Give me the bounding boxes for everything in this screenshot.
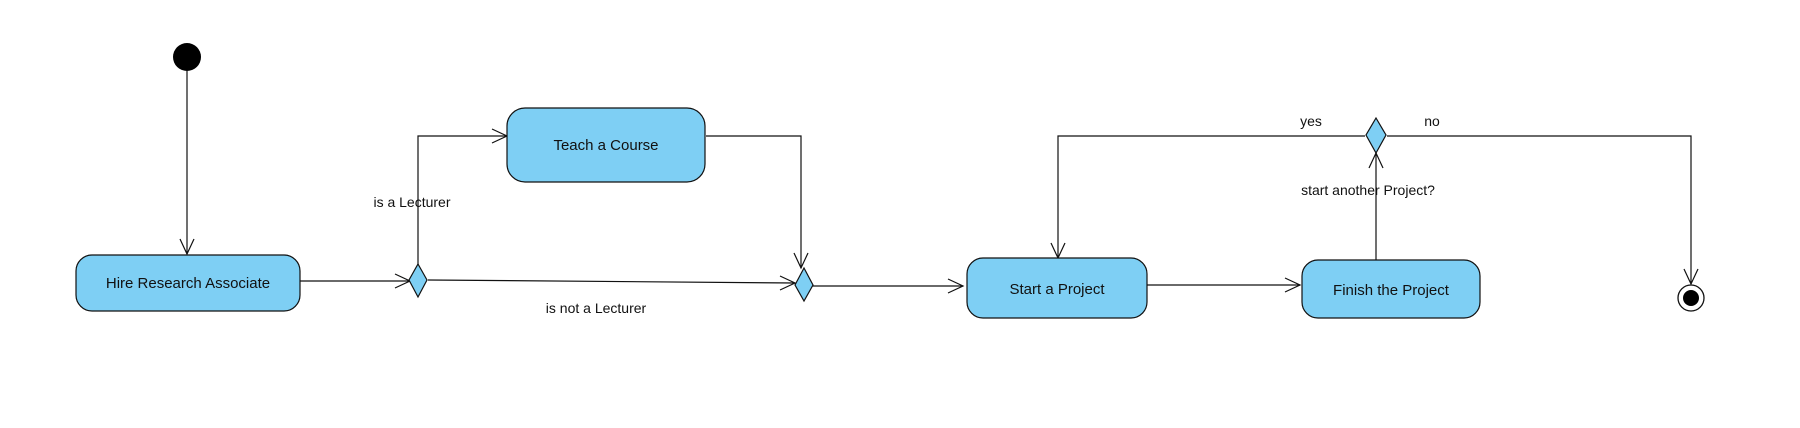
guard-start-another-project: start another Project? [1301,182,1435,198]
edge-decision-to-start-yes[interactable] [1057,135,1365,258]
activity-hire-research-associate[interactable]: Hire Research Associate [75,254,301,312]
edge-decision-to-merge[interactable] [427,279,796,284]
activity-teach-a-course[interactable]: Teach a Course [506,107,706,183]
activity-label: Hire Research Associate [106,275,270,292]
guard-yes: yes [1300,113,1322,129]
guard-no: no [1424,113,1440,129]
activity-label: Finish the Project [1333,282,1450,299]
arrowhead [1683,268,1699,286]
activity-start-a-project[interactable]: Start a Project [966,257,1148,319]
edges [179,71,1699,294]
final-node[interactable] [1677,284,1705,312]
arrowhead [793,252,809,270]
activity-label: Start a Project [1009,281,1105,298]
merge-node[interactable] [794,266,814,303]
edge-decision-to-teach[interactable] [417,135,507,266]
activity-finish-the-project[interactable]: Finish the Project [1301,259,1481,319]
decision-node-another-project[interactable] [1365,116,1387,155]
guard-is-not-a-lecturer: is not a Lecturer [546,300,647,316]
arrowhead [779,275,797,291]
arrowhead [179,238,195,256]
guard-is-a-lecturer: is a Lecturer [373,194,450,210]
edge-decision-to-final-no[interactable] [1387,135,1692,284]
edge-teach-to-merge[interactable] [706,135,802,268]
activity-label: Teach a Course [553,137,658,154]
arrowhead [947,278,965,294]
decision-node-lecturer[interactable] [408,262,428,299]
arrowhead [1284,277,1302,293]
initial-node[interactable] [173,43,201,71]
